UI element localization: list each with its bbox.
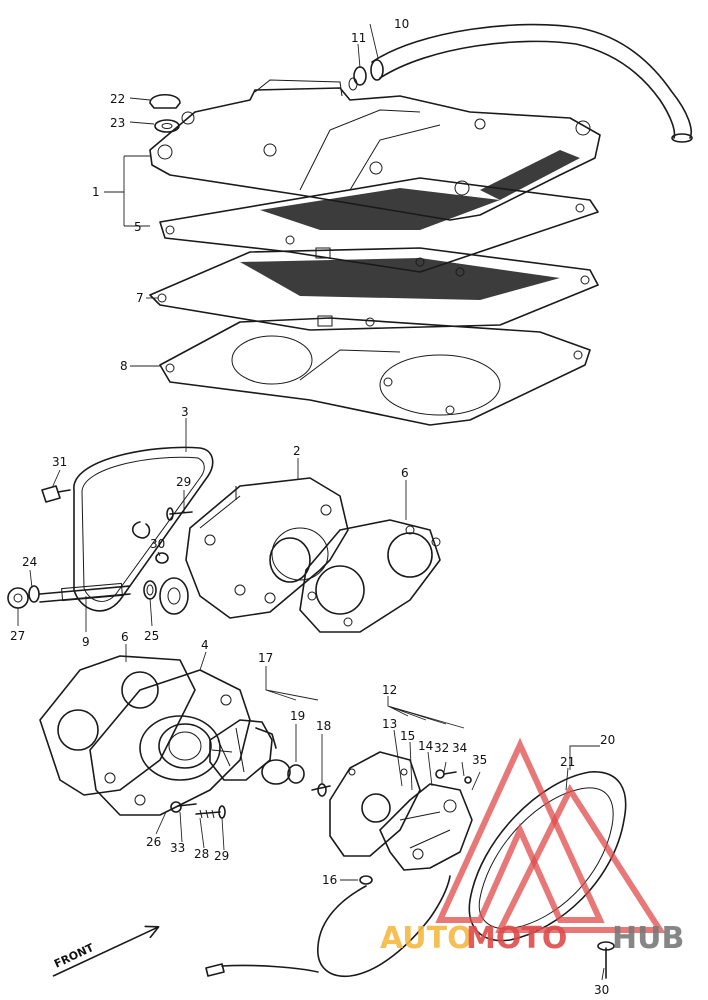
callout-23: 23 — [110, 116, 125, 130]
front-arrow: FRONT — [52, 925, 160, 977]
shaft-9 — [39, 582, 131, 603]
gasket-upper — [159, 177, 599, 273]
bearing-30 — [155, 552, 169, 564]
nut-27 — [7, 587, 29, 609]
callout-24: 24 — [22, 555, 37, 569]
hose-clamp — [348, 66, 367, 91]
callout-25: 25 — [144, 629, 159, 643]
callout-labels: 10 11 22 23 1 5 7 8 3 2 6 31 29 30 24 27… — [10, 17, 615, 997]
callout-34: 34 — [452, 741, 467, 755]
rotor-shaft — [261, 759, 305, 785]
watermark-logo: AUTO MOTO HUB — [380, 737, 684, 956]
lead-wire — [205, 875, 451, 977]
contact-breaker — [379, 783, 473, 871]
callout-19: 19 — [290, 709, 305, 723]
clip-ring — [131, 521, 151, 539]
governor-assembly — [209, 719, 277, 781]
watermark-text-hub: HUB — [612, 921, 684, 956]
callout-35: 35 — [472, 753, 487, 767]
bolt-18 — [311, 783, 331, 797]
small-screws-32-35 — [435, 769, 472, 784]
callout-10: 10 — [394, 17, 409, 31]
callout-31: 31 — [52, 455, 67, 469]
gasket-lower — [159, 317, 591, 426]
watermark-text-moto: MOTO — [466, 921, 567, 956]
callout-32: 32 — [434, 741, 449, 755]
callout-11: 11 — [351, 31, 366, 45]
callout-22: 22 — [110, 92, 125, 106]
callout-4: 4 — [201, 638, 209, 652]
callout-14: 14 — [418, 739, 433, 753]
callout-3: 3 — [181, 405, 189, 419]
callout-6-upper: 6 — [401, 466, 409, 480]
callout-29-lower: 29 — [214, 849, 229, 863]
callout-2: 2 — [293, 444, 301, 458]
callout-15: 15 — [400, 729, 415, 743]
callout-30-lower: 30 — [594, 983, 609, 997]
screw-29-mid — [166, 507, 193, 521]
breather-cover — [149, 79, 601, 221]
callout-13: 13 — [382, 717, 397, 731]
o-ring-seal — [73, 446, 214, 612]
callout-27: 27 — [10, 629, 25, 643]
washer-24 — [28, 585, 40, 603]
housing-base — [89, 669, 251, 816]
watermark-text-auto: AUTO — [380, 921, 473, 956]
callout-28: 28 — [194, 847, 209, 861]
callout-29-upper: 29 — [176, 475, 191, 489]
callout-8: 8 — [120, 359, 128, 373]
callout-12: 12 — [382, 683, 397, 697]
callout-26: 26 — [146, 835, 161, 849]
screw-left — [41, 485, 71, 503]
callout-6-lower: 6 — [121, 630, 129, 644]
leader-lines — [17, 23, 605, 981]
callout-5: 5 — [134, 220, 142, 234]
gasket-middle — [149, 247, 599, 331]
flange-gasket — [299, 519, 441, 633]
callout-20: 20 — [600, 733, 615, 747]
screws-lower — [170, 801, 226, 819]
housing-body — [185, 477, 349, 619]
callout-21: 21 — [560, 755, 575, 769]
callout-17: 17 — [258, 651, 273, 665]
callout-16: 16 — [322, 873, 337, 887]
callout-9: 9 — [82, 635, 90, 649]
grommet-16 — [359, 875, 373, 885]
screw-30-lower — [597, 941, 615, 979]
callout-7: 7 — [136, 291, 144, 305]
callout-30-upper: 30 — [150, 537, 165, 551]
callout-33: 33 — [170, 841, 185, 855]
rubber-cap — [149, 93, 181, 133]
callout-1: 1 — [92, 185, 100, 199]
contact-plate — [329, 751, 421, 857]
breaker-cover — [468, 771, 627, 942]
washer-25 — [143, 580, 157, 600]
callout-18: 18 — [316, 719, 331, 733]
flange-gasket-lower — [39, 655, 196, 796]
spindle-boss — [159, 577, 189, 615]
breather-hose — [370, 23, 693, 143]
